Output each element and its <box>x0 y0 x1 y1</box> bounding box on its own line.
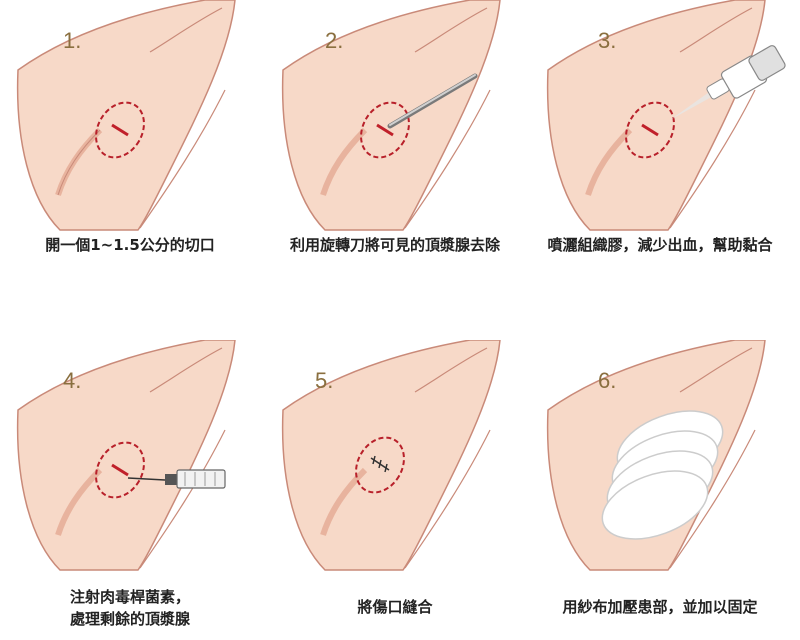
step-caption-1: 開一個1~1.5公分的切口 <box>0 234 260 256</box>
gauze-pad-icon <box>601 410 724 540</box>
step-panel-4: 4. 注射肉毒桿菌素， 處理剩餘的頂漿腺 <box>0 340 260 640</box>
step-panel-5: 5. 將傷口縫合 <box>265 340 525 640</box>
step-caption-2: 利用旋轉刀將可見的頂漿腺去除 <box>265 234 525 256</box>
caption-line: 用紗布加壓患部，並加以固定 <box>562 598 758 616</box>
incision-area-circle <box>95 101 145 159</box>
caption-line: 處理剩餘的頂漿腺 <box>69 610 190 628</box>
step-number-4: 4. <box>63 368 82 393</box>
caption-line: 將傷口縫合 <box>357 598 433 616</box>
incision-mark <box>641 123 659 137</box>
syringe-icon <box>127 469 226 489</box>
step-panel-3: 3. 噴灑組織膠，減少出血，幫助黏合 <box>530 0 790 300</box>
step-caption-4: 注射肉毒桿菌素， 處理剩餘的頂漿腺 <box>0 586 260 630</box>
caption-line: 利用旋轉刀將可見的頂漿腺去除 <box>289 236 500 254</box>
incision-mark <box>111 123 129 137</box>
rotating-blade-icon <box>387 73 478 129</box>
armpit-illustration-5 <box>281 340 501 571</box>
armpit-illustration-4 <box>16 340 236 571</box>
suture-icon <box>370 455 390 473</box>
step-panel-2: 2. 利用旋轉刀將可見的頂漿腺去除 <box>265 0 525 300</box>
step-number-3: 3. <box>598 28 617 53</box>
step-number-6: 6. <box>598 368 617 393</box>
step-caption-3: 噴灑組織膠，減少出血，幫助黏合 <box>530 234 790 256</box>
caption-line: 噴灑組織膠，減少出血，幫助黏合 <box>547 236 773 254</box>
incision-area-circle <box>355 436 405 494</box>
armpit-illustration-6 <box>546 340 766 571</box>
incision-mark <box>376 123 394 137</box>
incision-area-circle <box>95 441 145 499</box>
step-caption-6: 用紗布加壓患部，並加以固定 <box>530 596 790 618</box>
armpit-illustration-1 <box>16 0 236 231</box>
step-caption-5: 將傷口縫合 <box>265 596 525 618</box>
caption-line: 注射肉毒桿菌素， <box>69 588 190 606</box>
incision-area-circle <box>360 101 410 159</box>
caption-line: 開一個1~1.5公分的切口 <box>45 236 215 254</box>
step-number-1: 1. <box>63 28 82 53</box>
spray-bottle-icon <box>670 45 786 120</box>
armpit-illustration-3 <box>546 0 786 231</box>
incision-mark <box>111 463 129 477</box>
armpit-illustration-2 <box>281 0 501 231</box>
incision-area-circle <box>625 101 675 159</box>
step-panel-6: 6. 用紗布加壓患部，並加以固定 <box>530 340 790 640</box>
step-panel-1: 1. 開一個1~1.5公分的切口 <box>0 0 260 300</box>
step-number-5: 5. <box>315 368 334 393</box>
step-number-2: 2. <box>325 28 344 53</box>
